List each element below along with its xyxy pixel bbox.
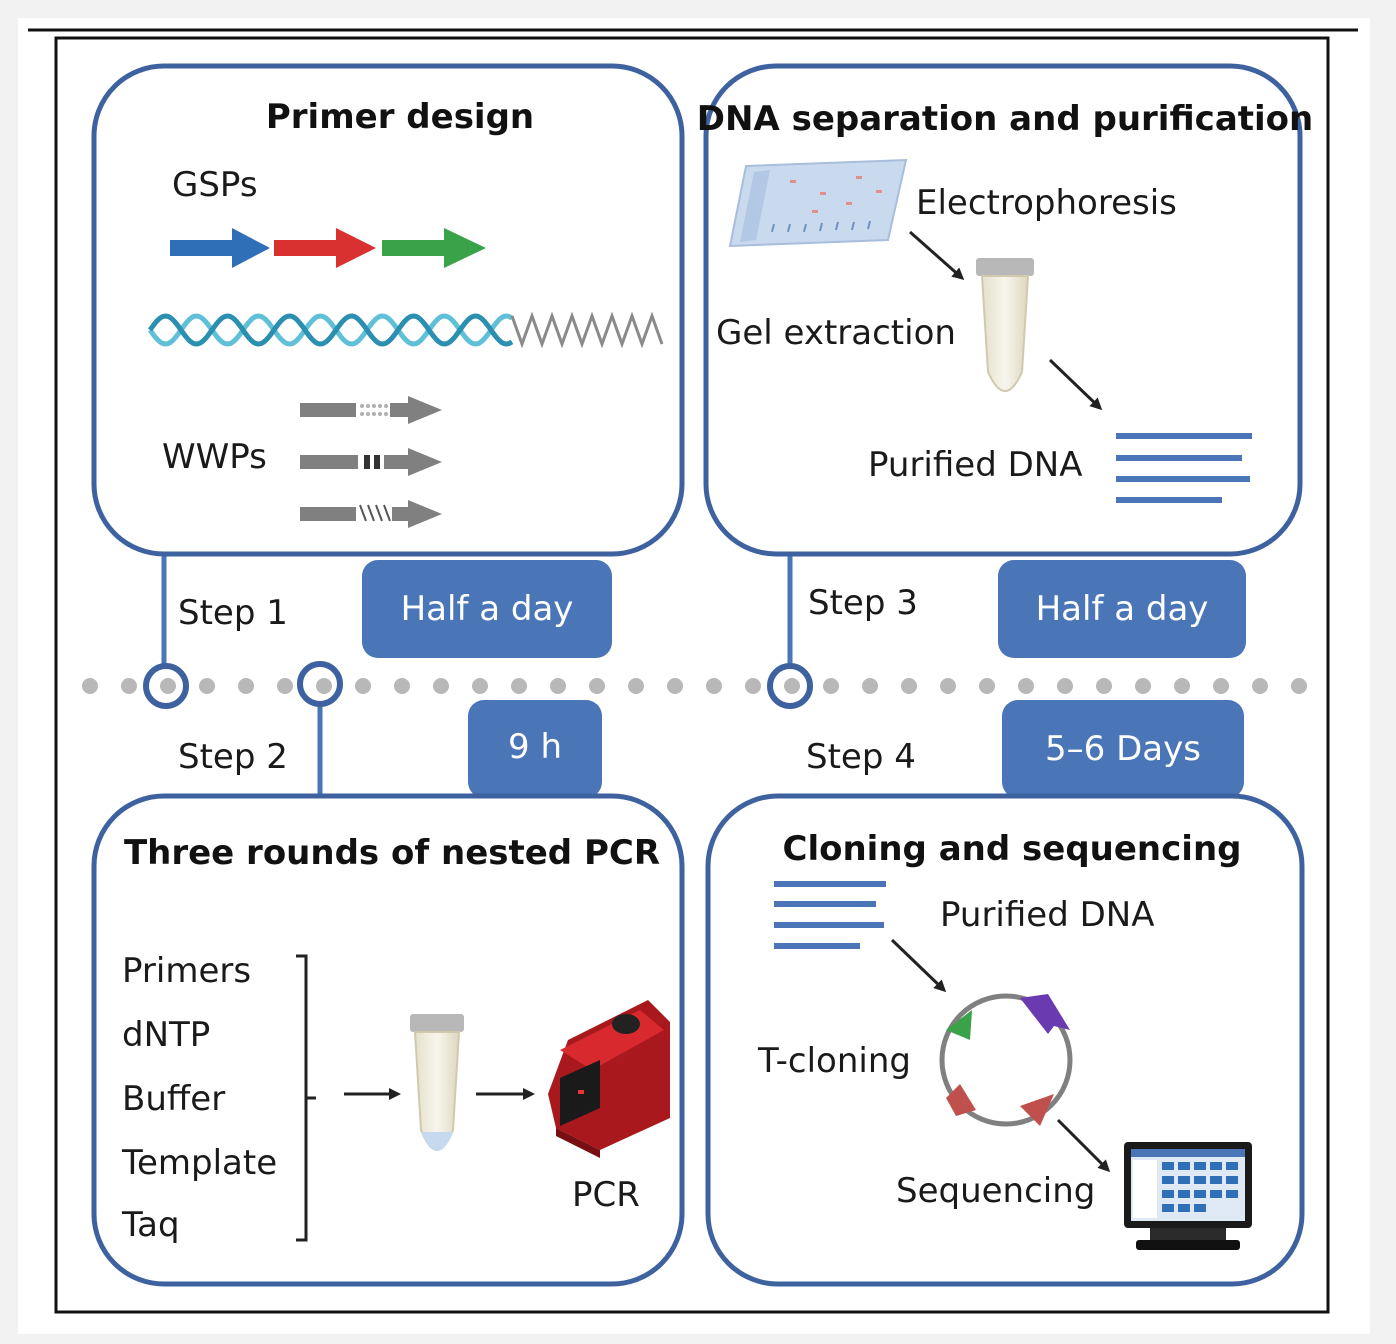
timeline-dot (745, 678, 761, 694)
step4-group: Step 4 5–6 Days (806, 700, 1244, 798)
timeline-dot (628, 678, 644, 694)
panel-title: Primer design (266, 97, 534, 137)
timeline-dot (1135, 678, 1151, 694)
purified-dna-label: Purified DNA (940, 895, 1154, 935)
sequencing-label: Sequencing (896, 1171, 1095, 1211)
step1-label: Step 1 (178, 593, 288, 633)
wwps-label: WWPs (162, 437, 267, 477)
reagent-taq: Taq (121, 1205, 180, 1245)
dna-helix-icon (147, 311, 664, 349)
step2-label: Step 2 (178, 737, 288, 777)
gel-extraction-label: Gel extraction (716, 313, 956, 353)
computer-monitor-icon (1124, 1142, 1252, 1250)
step2-duration-badge (468, 700, 602, 798)
panel-primer-design: Primer design GSPs WWPs (91, 63, 685, 557)
step4-duration: 5–6 Days (1045, 729, 1201, 769)
step3-duration: Half a day (1036, 589, 1209, 629)
step3-label: Step 3 (808, 583, 918, 623)
reagent-buffer: Buffer (122, 1079, 225, 1119)
timeline-dot (238, 678, 254, 694)
panel-dna-separation: DNA separation and purification Electrop… (697, 63, 1313, 557)
timeline-dot (862, 678, 878, 694)
timeline-dot (316, 678, 332, 694)
purified-dna-icon (774, 881, 886, 949)
timeline-dot (1018, 678, 1034, 694)
timeline-dot (82, 678, 98, 694)
timeline-dot (940, 678, 956, 694)
step2-node (297, 661, 343, 707)
timeline-dot (472, 678, 488, 694)
pcr-machine-icon (548, 1000, 670, 1158)
frame-border (54, 36, 1330, 1314)
plasmid-icon (939, 993, 1073, 1127)
timeline-dot (1174, 678, 1190, 694)
gsp-arrows-icon (170, 228, 486, 268)
timeline-dot (1291, 678, 1307, 694)
timeline-dot (550, 678, 566, 694)
timeline-dot (199, 678, 215, 694)
timeline-dot (277, 678, 293, 694)
step1-group: Step 1 Half a day (178, 560, 612, 658)
reagent-template: Template (121, 1143, 277, 1183)
timeline-dot (394, 678, 410, 694)
step3-node (767, 663, 813, 709)
reagent-dntp: dNTP (122, 1015, 210, 1055)
timeline-dot (667, 678, 683, 694)
t-cloning-label: T-cloning (757, 1041, 911, 1081)
panel-title: Cloning and sequencing (783, 829, 1242, 869)
panel-title: DNA separation and purification (697, 99, 1313, 139)
step2-duration: 9 h (508, 727, 562, 767)
step3-group: Step 3 Half a day (808, 560, 1246, 658)
timeline-dot (433, 678, 449, 694)
step1-duration: Half a day (401, 589, 574, 629)
timeline-dot (901, 678, 917, 694)
purified-dna-label: Purified DNA (868, 445, 1082, 485)
wwp-arrows-icon (300, 396, 442, 528)
step1-node (143, 663, 189, 709)
reagent-bracket (296, 954, 316, 1242)
step4-duration-badge (1002, 700, 1244, 798)
panel-cloning-sequencing: Cloning and sequencing Purified DNA T-cl… (705, 793, 1305, 1287)
step4-label: Step 4 (806, 737, 916, 777)
timeline-dot (1057, 678, 1073, 694)
timeline-dot (121, 678, 137, 694)
step-connectors (143, 552, 813, 796)
timeline-dot (784, 678, 800, 694)
purified-dna-icon (1116, 433, 1252, 503)
reagent-primers: Primers (122, 951, 251, 991)
electrophoresis-label: Electrophoresis (916, 183, 1177, 223)
panel-title: Three rounds of nested PCR (124, 833, 660, 873)
pcr-label: PCR (572, 1175, 640, 1215)
step2-group: Step 2 9 h (178, 700, 602, 798)
timeline-dot (160, 678, 176, 694)
tube-icon (976, 258, 1034, 392)
timeline-dotted-line (82, 678, 1307, 694)
timeline-dot (355, 678, 371, 694)
timeline-dot (589, 678, 605, 694)
timeline-dot (706, 678, 722, 694)
step1-duration-badge (362, 560, 612, 658)
timeline-dot (1213, 678, 1229, 694)
pcr-tube-icon (410, 1014, 464, 1151)
timeline-dot (1252, 678, 1268, 694)
timeline-dot (1096, 678, 1112, 694)
timeline-dot (823, 678, 839, 694)
panel-nested-pcr: Three rounds of nested PCR Primers dNTP … (91, 793, 685, 1287)
timeline-dot (511, 678, 527, 694)
step3-duration-badge (998, 560, 1246, 658)
timeline-dot (979, 678, 995, 694)
gsps-label: GSPs (172, 165, 258, 205)
gel-icon (728, 158, 908, 248)
